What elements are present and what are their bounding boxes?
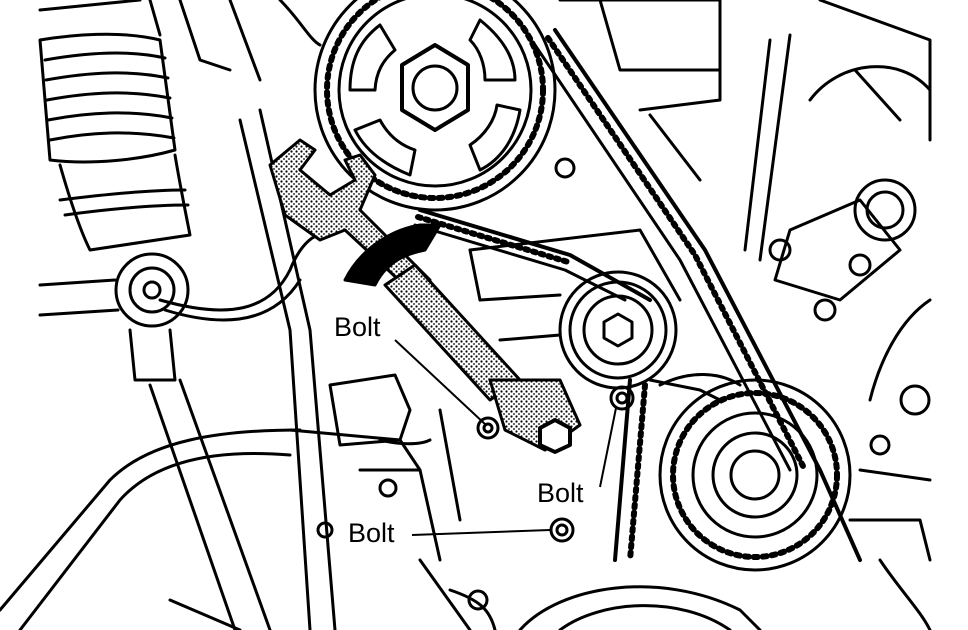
tensioner-pulley [558,270,678,390]
bolt-lower [549,517,575,543]
bellows-boot [38,32,192,252]
camshaft-sprocket [313,0,557,212]
bolt-right [609,385,635,411]
callout-leaders [394,339,617,536]
bolt-label-lower: Bolt [348,518,395,548]
bolt-upper-left [476,416,500,440]
wrench [268,138,582,454]
water-outlet [768,178,917,322]
timing-belt [413,28,862,563]
bolt-label-right: Bolt [537,478,584,508]
round-fitting [38,252,190,382]
crankshaft-pulley [658,378,852,572]
bolt-label-upper: Bolt [334,312,381,342]
